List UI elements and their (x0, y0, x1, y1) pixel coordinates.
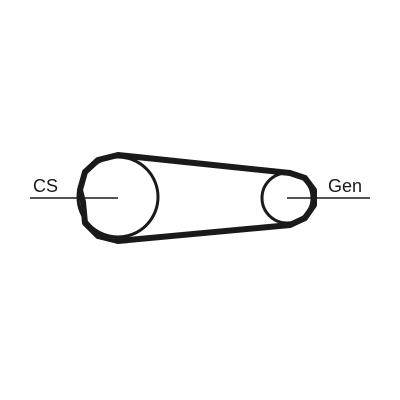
crankshaft-label: CS (33, 176, 58, 196)
crankshaft-pulley (76, 155, 160, 239)
generator-label: Gen (328, 176, 362, 196)
